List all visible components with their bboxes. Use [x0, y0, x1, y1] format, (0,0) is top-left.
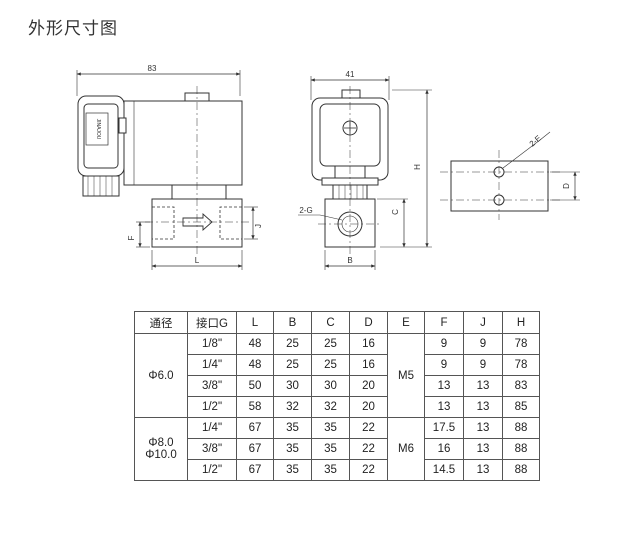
diameter-cell: Φ6.0	[134, 333, 188, 418]
port-cell: 3/8"	[187, 375, 237, 397]
b-cell: 35	[273, 417, 312, 439]
side-view	[298, 76, 432, 270]
front-view	[76, 70, 258, 270]
table-row: Φ6.0 1/8" 48 25 25 16 M5 9 9 78	[134, 333, 540, 418]
port-cell: 1/4"	[187, 354, 237, 376]
l-cell: 48	[236, 333, 274, 355]
table-row: 1/2" 67 35 35 22 14.5 13 88	[135, 459, 540, 481]
port-cell: 1/4"	[187, 417, 237, 439]
d-cell: 16	[349, 333, 388, 355]
l-cell: 50	[236, 375, 274, 397]
diameter-line-2: Φ10.0	[145, 449, 177, 461]
d-cell: 22	[349, 459, 388, 481]
b-cell: 25	[273, 354, 312, 376]
b-cell: 35	[273, 459, 312, 481]
table-row: 3/8" 67 35 35 22 16 13 88	[135, 438, 540, 460]
e-cell: M6	[387, 417, 425, 481]
diameter-line-1: Φ8.0	[148, 437, 174, 449]
l-cell: 67	[236, 417, 274, 439]
dimension-drawing: 83 JINAJOU L F J	[76, 64, 580, 270]
h-cell: 88	[502, 438, 540, 460]
d-cell: 20	[349, 375, 388, 397]
l-cell: 48	[236, 354, 274, 376]
spec-table: 通径 接口G L B C D E F J H Φ6.0 1/8" 48 25 2…	[134, 311, 540, 481]
l-cell: 58	[236, 396, 274, 418]
table-row: 1/4" 48 25 25 16 9 9 78	[135, 354, 540, 376]
header-diameter: 通径	[134, 311, 188, 334]
front-j-label: J	[254, 224, 263, 228]
header-b: B	[273, 311, 312, 334]
j-cell: 13	[463, 396, 503, 418]
c-cell: 25	[311, 354, 350, 376]
coil-label: JINAJOU	[95, 119, 101, 140]
header-j: J	[463, 311, 503, 334]
header-l: L	[236, 311, 274, 334]
e-cell: M5	[387, 333, 425, 418]
side-h-label: H	[413, 164, 422, 170]
top-holes-label: 2-E	[528, 134, 543, 149]
port-cell: 1/2"	[187, 459, 237, 481]
j-cell: 9	[463, 333, 503, 355]
b-cell: 30	[273, 375, 312, 397]
front-width-label: 83	[148, 64, 157, 73]
header-c: C	[311, 311, 350, 334]
f-cell: 9	[424, 333, 464, 355]
c-cell: 35	[311, 417, 350, 439]
side-b-label: B	[347, 256, 352, 265]
top-view	[440, 131, 580, 220]
f-cell: 16	[424, 438, 464, 460]
front-f-label: F	[127, 235, 136, 240]
c-cell: 35	[311, 459, 350, 481]
c-cell: 30	[311, 375, 350, 397]
d-cell: 22	[349, 417, 388, 439]
table-header-row: 通径 接口G L B C D E F J H	[134, 311, 540, 334]
j-cell: 9	[463, 354, 503, 376]
page-title: 外形尺寸图	[28, 19, 118, 39]
side-port-label: 2-G	[299, 206, 312, 215]
l-cell: 67	[236, 438, 274, 460]
d-cell: 16	[349, 354, 388, 376]
c-cell: 25	[311, 333, 350, 355]
f-cell: 9	[424, 354, 464, 376]
h-cell: 83	[502, 375, 540, 397]
h-cell: 78	[502, 333, 540, 355]
front-l-label: L	[195, 256, 200, 265]
h-cell: 78	[502, 354, 540, 376]
c-cell: 32	[311, 396, 350, 418]
b-cell: 25	[273, 333, 312, 355]
j-cell: 13	[463, 417, 503, 439]
j-cell: 13	[463, 438, 503, 460]
h-cell: 88	[502, 459, 540, 481]
port-cell: 1/8"	[187, 333, 237, 355]
j-cell: 13	[463, 459, 503, 481]
header-port: 接口G	[187, 311, 237, 334]
d-cell: 22	[349, 438, 388, 460]
top-d-label: D	[562, 183, 571, 189]
side-c-label: C	[391, 209, 400, 215]
f-cell: 13	[424, 396, 464, 418]
side-width-label: 41	[346, 70, 355, 79]
port-cell: 3/8"	[187, 438, 237, 460]
h-cell: 88	[502, 417, 540, 439]
header-f: F	[424, 311, 464, 334]
c-cell: 35	[311, 438, 350, 460]
f-cell: 13	[424, 375, 464, 397]
f-cell: 17.5	[424, 417, 464, 439]
header-h: H	[502, 311, 540, 334]
j-cell: 13	[463, 375, 503, 397]
port-cell: 1/2"	[187, 396, 237, 418]
d-cell: 20	[349, 396, 388, 418]
b-cell: 35	[273, 438, 312, 460]
l-cell: 67	[236, 459, 274, 481]
b-cell: 32	[273, 396, 312, 418]
header-e: E	[387, 311, 425, 334]
h-cell: 85	[502, 396, 540, 418]
table-row: 3/8" 50 30 30 20 13 13 83	[135, 375, 540, 397]
table-row: 1/2" 58 32 32 20 13 13 85	[135, 396, 540, 418]
f-cell: 14.5	[424, 459, 464, 481]
header-d: D	[349, 311, 388, 334]
